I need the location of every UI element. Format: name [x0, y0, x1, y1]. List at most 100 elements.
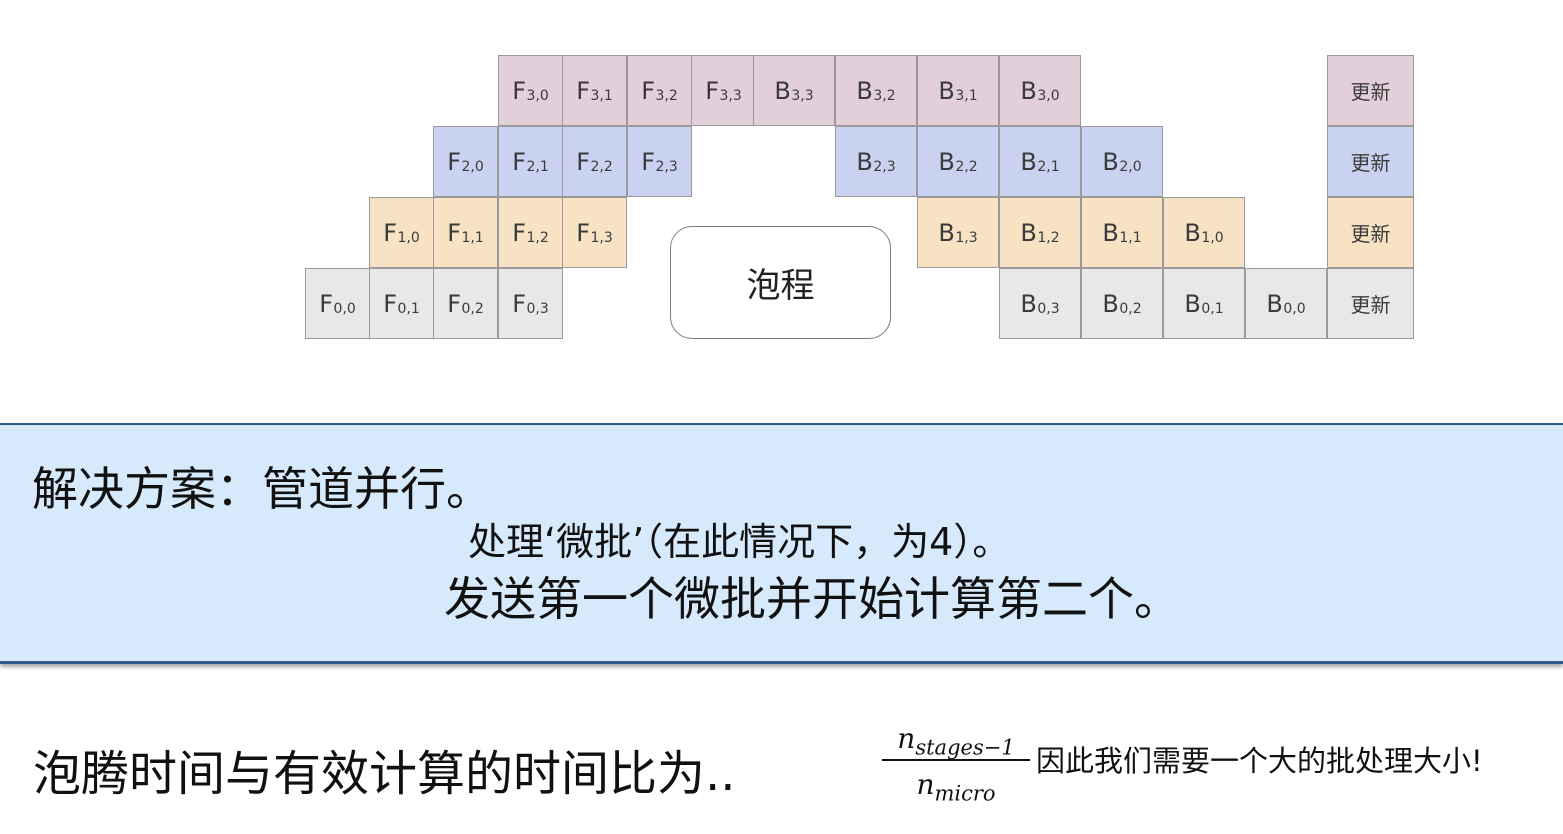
cell-index-label: 0,2: [1119, 300, 1142, 317]
update-cell-stage-0: 更新: [1327, 268, 1414, 339]
cell-index-label: 1,3: [590, 229, 613, 246]
solution-title: 解决方案：管道并行。: [32, 462, 492, 516]
cell-kind-label: B: [1102, 147, 1120, 176]
cell-kind-label: F: [447, 147, 462, 176]
cell-index-label: 2,2: [590, 158, 613, 175]
solution-box: 解决方案：管道并行。 处理‘微批’（在此情况下，为4）。 发送第一个微批并开始计…: [0, 423, 1563, 664]
cell-kind-label: B: [1184, 218, 1202, 247]
solution-line-send: 发送第一个微批并开始计算第二个。: [444, 572, 1180, 626]
cell-index-label: 2,1: [526, 158, 549, 175]
cell-kind-label: F: [641, 76, 656, 105]
pipeline-bubble-label: 泡程: [670, 226, 891, 339]
cell-kind-label: B: [1266, 289, 1284, 318]
cell-kind-label: B: [1020, 147, 1038, 176]
cell-kind-label: B: [938, 147, 956, 176]
cell-index-label: 2,3: [873, 158, 896, 175]
cell-kind-label: B: [856, 147, 874, 176]
cell-index-label: 2,0: [1119, 158, 1142, 175]
cell-kind-label: F: [705, 76, 720, 105]
bubble-ratio-text: 泡腾时间与有效计算的时间比为..: [33, 746, 736, 802]
cell-kind-label: F: [512, 218, 527, 247]
cell-index-label: 3,2: [655, 87, 678, 104]
cell-index-label: 1,1: [461, 229, 484, 246]
cell-kind-label: F: [319, 289, 334, 318]
cell-index-label: 1,0: [397, 229, 420, 246]
formula-numerator: nstages−1: [880, 722, 1032, 760]
solution-line-microbatch: 处理‘微批’（在此情况下，为4）。: [468, 520, 1011, 564]
cell-kind-label: F: [383, 289, 398, 318]
fraction-bar: [882, 759, 1030, 761]
cell-kind-label: B: [1020, 289, 1038, 318]
cell-index-label: 1,1: [1119, 229, 1142, 246]
cell-index-label: 3,0: [1037, 87, 1060, 104]
cell-index-label: 0,3: [1037, 300, 1060, 317]
cell-kind-label: F: [512, 289, 527, 318]
cell-kind-label: B: [1020, 218, 1038, 247]
cell-kind-label: B: [774, 76, 792, 105]
batch-size-note: 因此我们需要一个大的批处理大小!: [1036, 744, 1483, 778]
cell-index-label: 0,0: [1283, 300, 1306, 317]
cell-index-label: 1,2: [526, 229, 549, 246]
cell-kind-label: F: [512, 76, 527, 105]
cell-kind-label: F: [576, 76, 591, 105]
cell-index-label: 0,1: [397, 300, 420, 317]
cell-kind-label: B: [1102, 218, 1120, 247]
cell-index-label: 0,1: [1201, 300, 1224, 317]
cell-index-label: 2,0: [461, 158, 484, 175]
denominator-subscript: micro: [934, 781, 996, 806]
cell-index-label: 0,0: [333, 300, 356, 317]
cell-index-label: 2,1: [1037, 158, 1060, 175]
cell-kind-label: B: [938, 76, 956, 105]
cell-index-label: 3,3: [791, 87, 814, 104]
denominator-base: n: [916, 768, 935, 801]
cell-index-label: 3,1: [955, 87, 978, 104]
cell-kind-label: B: [1184, 289, 1202, 318]
numerator-base: n: [897, 722, 916, 755]
cell-kind-label: F: [641, 147, 656, 176]
cell-index-label: 3,2: [873, 87, 896, 104]
cell-index-label: 3,3: [719, 87, 742, 104]
update-cell-stage-2: 更新: [1327, 126, 1414, 197]
cell-kind-label: F: [512, 147, 527, 176]
cell-index-label: 1,2: [1037, 229, 1060, 246]
cell-kind-label: B: [938, 218, 956, 247]
cell-kind-label: F: [447, 218, 462, 247]
cell-kind-label: B: [1102, 289, 1120, 318]
formula-denominator: nmicro: [880, 768, 1032, 806]
cell-kind-label: B: [856, 76, 874, 105]
cell-index-label: 2,2: [955, 158, 978, 175]
cell-index-label: 0,3: [526, 300, 549, 317]
cell-index-label: 2,3: [655, 158, 678, 175]
cell-kind-label: F: [447, 289, 462, 318]
cell-kind-label: B: [1020, 76, 1038, 105]
